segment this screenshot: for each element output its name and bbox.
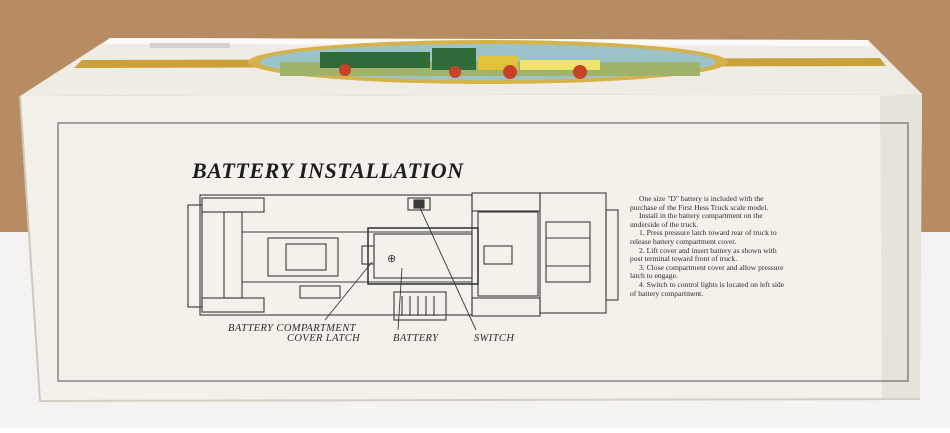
drive-shaft-inner [285,243,327,271]
battery-latch [361,245,375,265]
top-print-smudge [150,43,230,48]
box-left-edge [19,95,41,402]
switch-leader-line [419,207,477,331]
front-differential [483,245,513,265]
instruction-line: Install in the battery compartment on th… [630,211,763,229]
box-bottom-edge [39,398,921,402]
instruction-line: 2. Lift cover and insert battery as show… [630,245,777,264]
truck-wheel [449,66,461,78]
label-switch: SWITCH [474,333,515,344]
label-battery: BATTERY [393,333,439,344]
truck-cab [432,48,476,70]
switch-toggle [413,199,425,209]
instructions-block: One size "D" battery is included with th… [630,194,790,298]
truck-trailer-front [520,60,600,70]
battery-cover [393,291,447,321]
instruction-line: 1. Press pressure latch toward rear of t… [630,228,777,246]
latch-leader-line [324,261,373,321]
label-battery-compartment: BATTERY COMPARTMENT [228,323,356,334]
front-axle-area [477,211,539,297]
rear-bumper [187,204,203,308]
instruction-line: One size "D" battery is included with th… [630,194,769,212]
front-bumper [605,209,619,301]
battery-plus-icon: ⊕ [387,252,396,265]
panel-border [57,122,909,382]
drive-shaft-housing [267,237,339,277]
instruction-line: 3. Close compartment cover and allow pre… [630,262,784,281]
truck-wheel [339,64,351,76]
box-front-face [20,94,922,401]
box-front-shade [880,94,922,399]
label-cover-latch: COVER LATCH [287,333,361,344]
engine-block [545,221,591,283]
switch-housing [407,197,431,211]
panel-heading: BATTERY INSTALLATION [192,158,464,183]
truck-wheel [573,65,587,79]
truck-tank [320,52,430,68]
instruction-line: 4. Switch to control lights is located o… [630,279,785,298]
battery-leader-line [397,267,403,331]
truck-schematic [187,192,619,331]
truck-wheel [503,65,517,79]
rear-axle [223,211,243,299]
exhaust-part [299,285,341,299]
